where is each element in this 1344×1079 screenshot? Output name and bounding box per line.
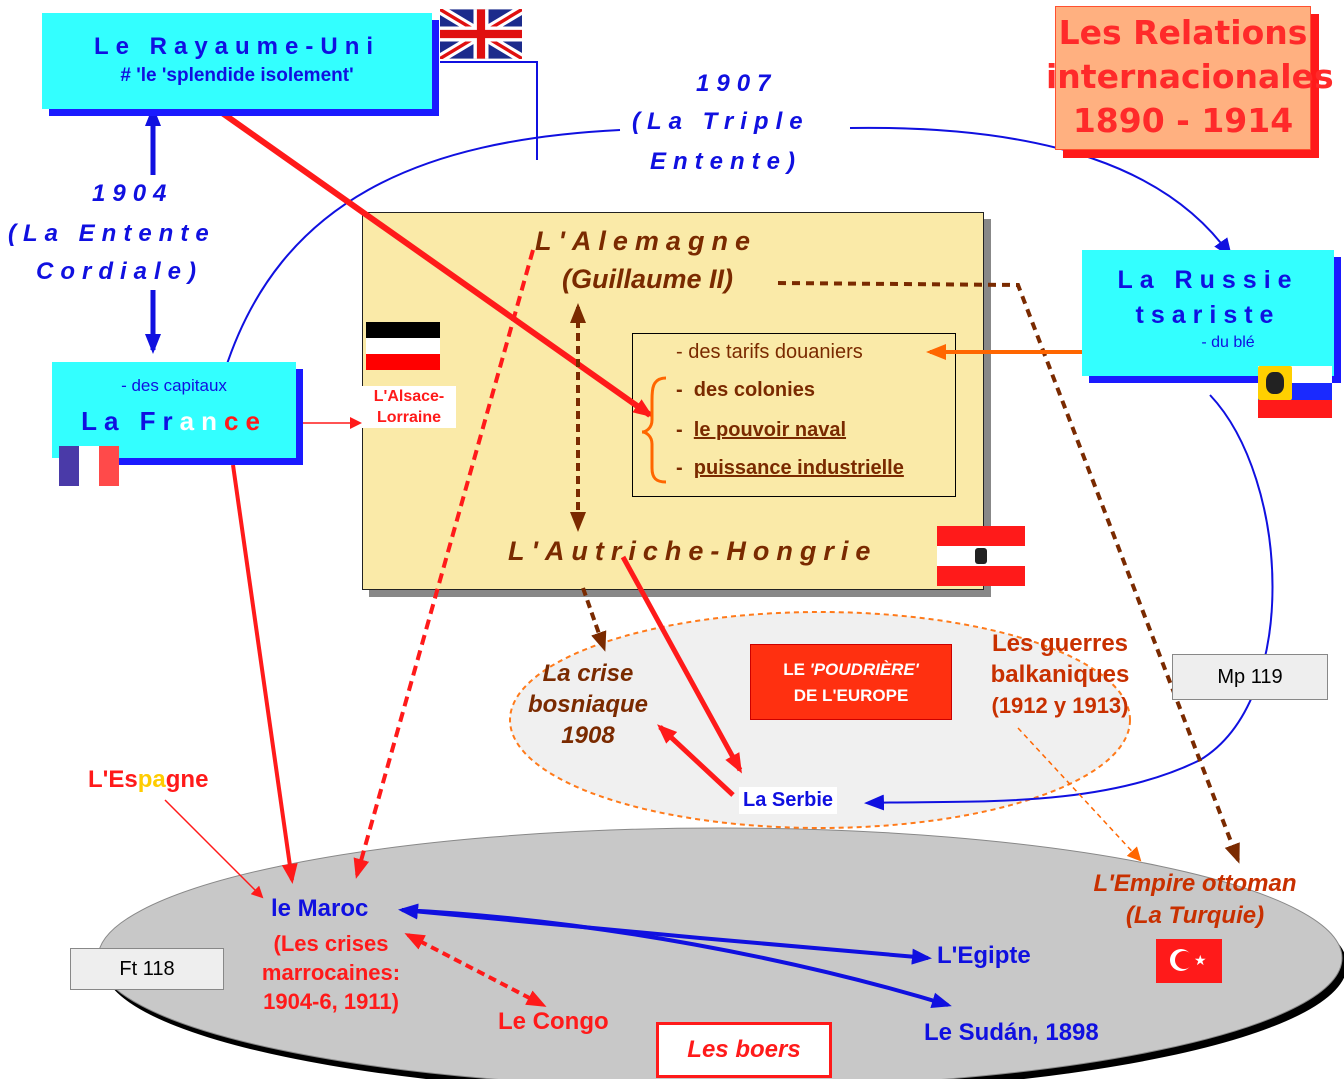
title-box: Les Relations internacionales 1890 - 191… (1046, 6, 1334, 150)
rivalry-industry: - puissance industrielle (676, 457, 904, 479)
uk-box: Le Rayaume-Uni # 'le 'splendide isolemen… (42, 13, 432, 109)
boers-label: Les boers (656, 1022, 832, 1078)
russia-line1: La Russie (1117, 266, 1299, 294)
germany-flag-icon (366, 322, 440, 370)
cordiale-line1: (La Entente (8, 220, 216, 247)
uk-flag-connector (440, 61, 538, 160)
germany-morocco-dashed (353, 249, 535, 879)
austria-bosnia-dashed (581, 587, 607, 652)
central-powers-box (362, 212, 984, 590)
rivalry-naval: - le pouvoir naval (676, 419, 847, 441)
france-name: La France (81, 406, 267, 436)
spain-morocco-line (164, 799, 264, 899)
triple-entente-curve-right (849, 126, 1233, 259)
russia-box: La Russie tsariste - du blé (1082, 250, 1334, 376)
sudan-label: Le Sudán, 1898 (924, 1019, 1099, 1046)
austria-serbia-arrow (620, 555, 743, 774)
france-morocco-arrow (231, 464, 298, 884)
triple-entente-curve (224, 129, 621, 371)
serbia-bosnia-arrow (657, 724, 735, 797)
powder-keg-box: LE 'POUDRIÈRE' DE L'EUROPE (750, 644, 952, 720)
title-line2: internacionales (1046, 57, 1334, 96)
cordiale-year: 1904 (92, 180, 174, 207)
germany-ottoman-dashed (777, 281, 1240, 864)
morocco-congo-dashed (404, 933, 547, 1007)
cordiale-line2: Cordiale) (36, 258, 204, 285)
rivalry-colonies: - des colonies (676, 379, 815, 401)
turkey-flag-icon: ★ (1156, 939, 1222, 983)
morocco-sudan-arrow (401, 908, 952, 1009)
title-line3: 1890 - 1914 (1072, 101, 1294, 140)
title-line1: Les Relations (1058, 13, 1308, 52)
serbia-label: La Serbie (739, 787, 838, 814)
morocco-name: le Maroc (271, 895, 369, 922)
russia-subtitle: - du blé (1201, 334, 1255, 351)
rivalry-tariffs: - des tarifs douaniers (676, 341, 863, 363)
spain-label: L'Espagne (88, 766, 209, 793)
germany-ruler: (Guillaume II) (562, 264, 734, 294)
austria-name: L'Autriche-Hongrie (508, 536, 878, 566)
russia-flag-icon (1258, 366, 1332, 418)
rivalries-brace (641, 376, 667, 484)
russia-line2: tsariste (1135, 301, 1281, 329)
uk-name: Le Rayaume-Uni (93, 33, 381, 60)
egypt-label: L'Egipte (937, 942, 1031, 969)
triple-entente-year: 1907 (696, 70, 778, 97)
france-box: - des capitaux La France (52, 362, 296, 458)
alsace-label: L'Alsace-Lorraine (362, 386, 456, 428)
congo-label: Le Congo (498, 1008, 609, 1035)
france-subtitle: - des capitaux (121, 376, 227, 395)
austria-flag-icon (937, 526, 1025, 586)
mp-reference: Mp 119 (1172, 654, 1328, 700)
uk-subtitle: # 'le 'splendide isolement' (120, 65, 354, 86)
balkans-ottoman-dashed (1017, 727, 1142, 862)
triple-entente-line2: Entente) (650, 148, 802, 175)
germany-name: L'Alemagne (535, 226, 757, 256)
russia-serbia-curve (864, 394, 1274, 811)
triple-entente-line1: (La Triple (632, 108, 810, 135)
uk-flag-icon (440, 9, 522, 59)
ottoman-label: L'Empire ottoman(La Turquie) (1093, 870, 1297, 929)
balkans-ellipse (509, 611, 1131, 829)
ft-reference: Ft 118 (70, 948, 224, 990)
france-flag-icon (59, 446, 119, 486)
